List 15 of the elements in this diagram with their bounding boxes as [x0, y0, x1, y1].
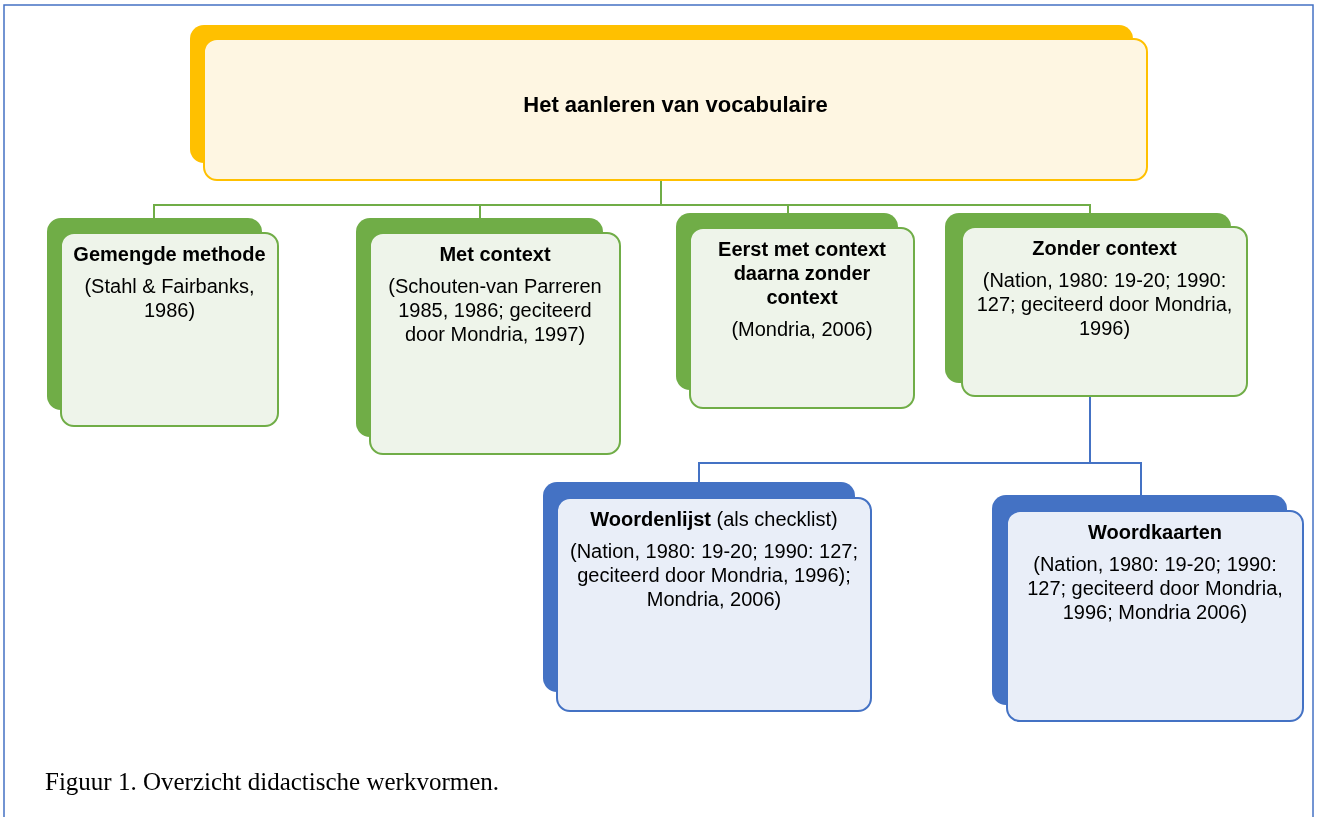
heading: Het aanleren van vocabulaire: [523, 92, 828, 119]
connector-line: [1089, 396, 1142, 496]
citation: (Mondria, 2006): [731, 317, 873, 341]
citation: (Stahl & Fairbanks, 1986): [83, 274, 256, 322]
heading: Gemengde methode: [73, 242, 266, 266]
heading: Woordkaarten: [1087, 520, 1223, 544]
heading: Woordenlijst (als checklist): [590, 507, 838, 531]
citation: (Nation, 1980: 19-20; 1990: 127; geciteerd door Mondria, 1996; Mondria 2006): [1026, 552, 1284, 624]
citation: (Schouten-van Parreren 1985, 1986; geciteerd door Mondria, 1997): [387, 274, 603, 346]
citation: (Nation, 1980: 19-20; 1990: 127; geciteerd door Mondria, 1996): [975, 268, 1234, 340]
heading: Zonder context: [1032, 236, 1177, 260]
citation: (Nation, 1980: 19-20; 1990: 127; geciteerd door Mondria, 1996); Mondria, 2006): [569, 539, 859, 611]
heading: Met context: [439, 242, 551, 266]
figure-caption: Figuur 1. Overzicht didactische werkvormen.: [45, 768, 500, 796]
heading: Eerst met context daarna zonder context: [717, 237, 887, 309]
